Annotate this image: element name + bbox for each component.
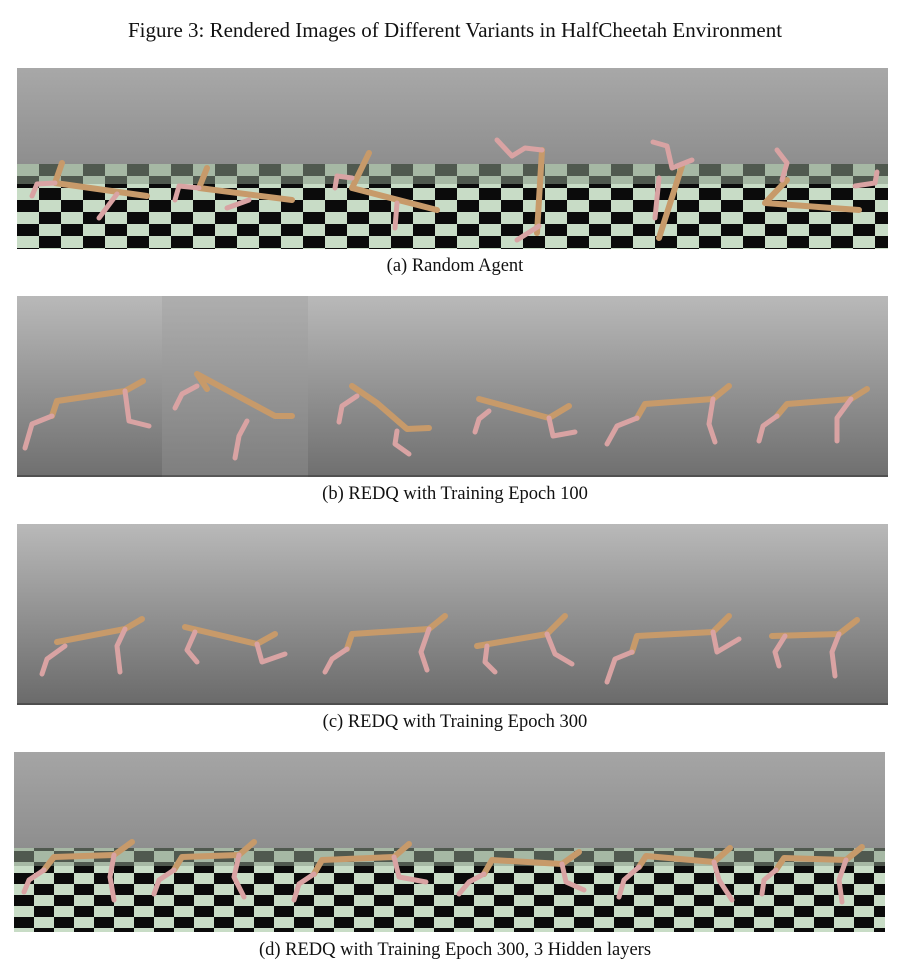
panel-b-caption: (b) REDQ with Training Epoch 100 [322,484,588,504]
panel-d-image [14,752,885,932]
panel-c-image [17,524,888,705]
panel-a-caption: (a) Random Agent [386,256,524,276]
panel-a-image [17,68,888,249]
panel-b-image [17,296,888,477]
panel-c-caption: (c) REDQ with Training Epoch 300 [322,712,588,732]
panel-d-caption: (d) REDQ with Training Epoch 300, 3 Hidd… [258,940,652,960]
figure-title: Figure 3: Rendered Images of Different V… [127,18,783,42]
